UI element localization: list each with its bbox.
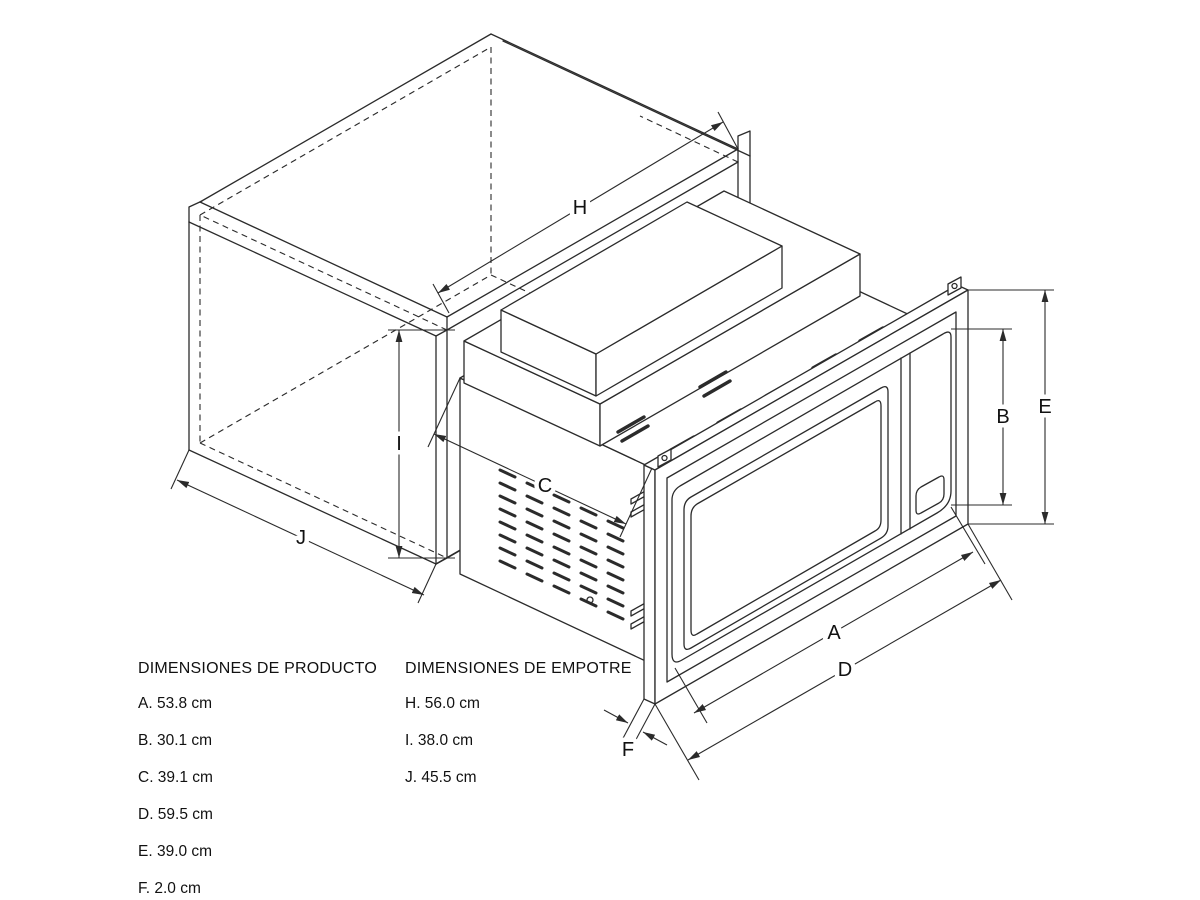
dimension-annotations: H I J C: [170, 111, 1056, 781]
trim-frame-screw-right: [951, 282, 958, 290]
dimension-item: F. 2.0 cm: [138, 880, 201, 897]
dimension-c: C: [427, 377, 653, 538]
cabinet-right-panel-tab: [737, 130, 751, 157]
product-dimensions-title: DIMENSIONES DE PRODUCTO: [138, 660, 377, 677]
cabinet-hidden-bottom-back-edge: [199, 274, 492, 444]
side-panel-screw: [586, 596, 594, 604]
cabinet-left-panel-top-edge: [188, 221, 437, 337]
dimension-item: D. 59.5 cm: [138, 806, 213, 823]
dimension-item: C. 39.1 cm: [138, 769, 213, 786]
trim-frame-tab-left: [657, 448, 672, 468]
dim-label-e: E: [1038, 396, 1051, 418]
built-in-dimensions-list: DIMENSIONES DE EMPOTRE H. 56.0 cm I. 38.…: [405, 660, 632, 806]
dim-label-f: F: [622, 739, 634, 761]
dim-label-j: J: [296, 527, 306, 549]
dimension-e: E: [968, 289, 1056, 525]
cabinet-top-back-edge: [199, 33, 492, 203]
cabinet-hidden-top-left-edge: [199, 214, 448, 331]
cabinet-hidden-top-back-edge: [199, 46, 492, 216]
dim-label-c: C: [538, 475, 552, 497]
oven-door-outline: [671, 331, 952, 663]
dim-label-d: D: [838, 659, 852, 681]
dimension-b: B: [951, 328, 1014, 506]
door-window-outer: [683, 386, 889, 650]
dimension-item: B. 30.1 cm: [138, 732, 213, 749]
dimension-item: J. 45.5 cm: [405, 769, 477, 786]
product-dimensions-list: DIMENSIONES DE PRODUCTO A. 53.8 cm B. 30…: [138, 660, 377, 900]
dim-label-b: B: [996, 406, 1009, 428]
dimension-item: A. 53.8 cm: [138, 695, 213, 712]
dimension-item: I. 38.0 cm: [405, 732, 474, 749]
trim-frame-left-band: [643, 464, 656, 705]
dimension-i: I: [388, 329, 455, 559]
cabinet-left-panel-tab: [188, 200, 203, 223]
dimension-item: E. 39.0 cm: [138, 843, 213, 860]
microwave-drawing: [459, 190, 969, 705]
dimension-f: F: [603, 698, 668, 766]
built-in-dimensions-title: DIMENSIONES DE EMPOTRE: [405, 660, 632, 677]
dim-label-i: I: [396, 433, 402, 455]
cabinet-right-panel-top-edge: [502, 40, 751, 157]
dim-label-a: A: [827, 622, 841, 644]
dimension-h: H: [432, 111, 739, 314]
dimension-j: J: [170, 449, 437, 604]
trim-frame-tab-right: [947, 276, 962, 296]
cabinet-top-right-edge: [490, 33, 739, 150]
dim-label-h: H: [573, 197, 587, 219]
dimension-d: D: [654, 523, 1013, 781]
oven-front: [671, 331, 952, 663]
dimension-item: H. 56.0 cm: [405, 695, 480, 712]
cabinet-top-left-edge: [199, 201, 448, 318]
cabinet-hidden-bottom-left-edge: [199, 442, 448, 559]
trim-frame-screw-left: [661, 454, 668, 462]
control-panel-button: [915, 475, 945, 515]
